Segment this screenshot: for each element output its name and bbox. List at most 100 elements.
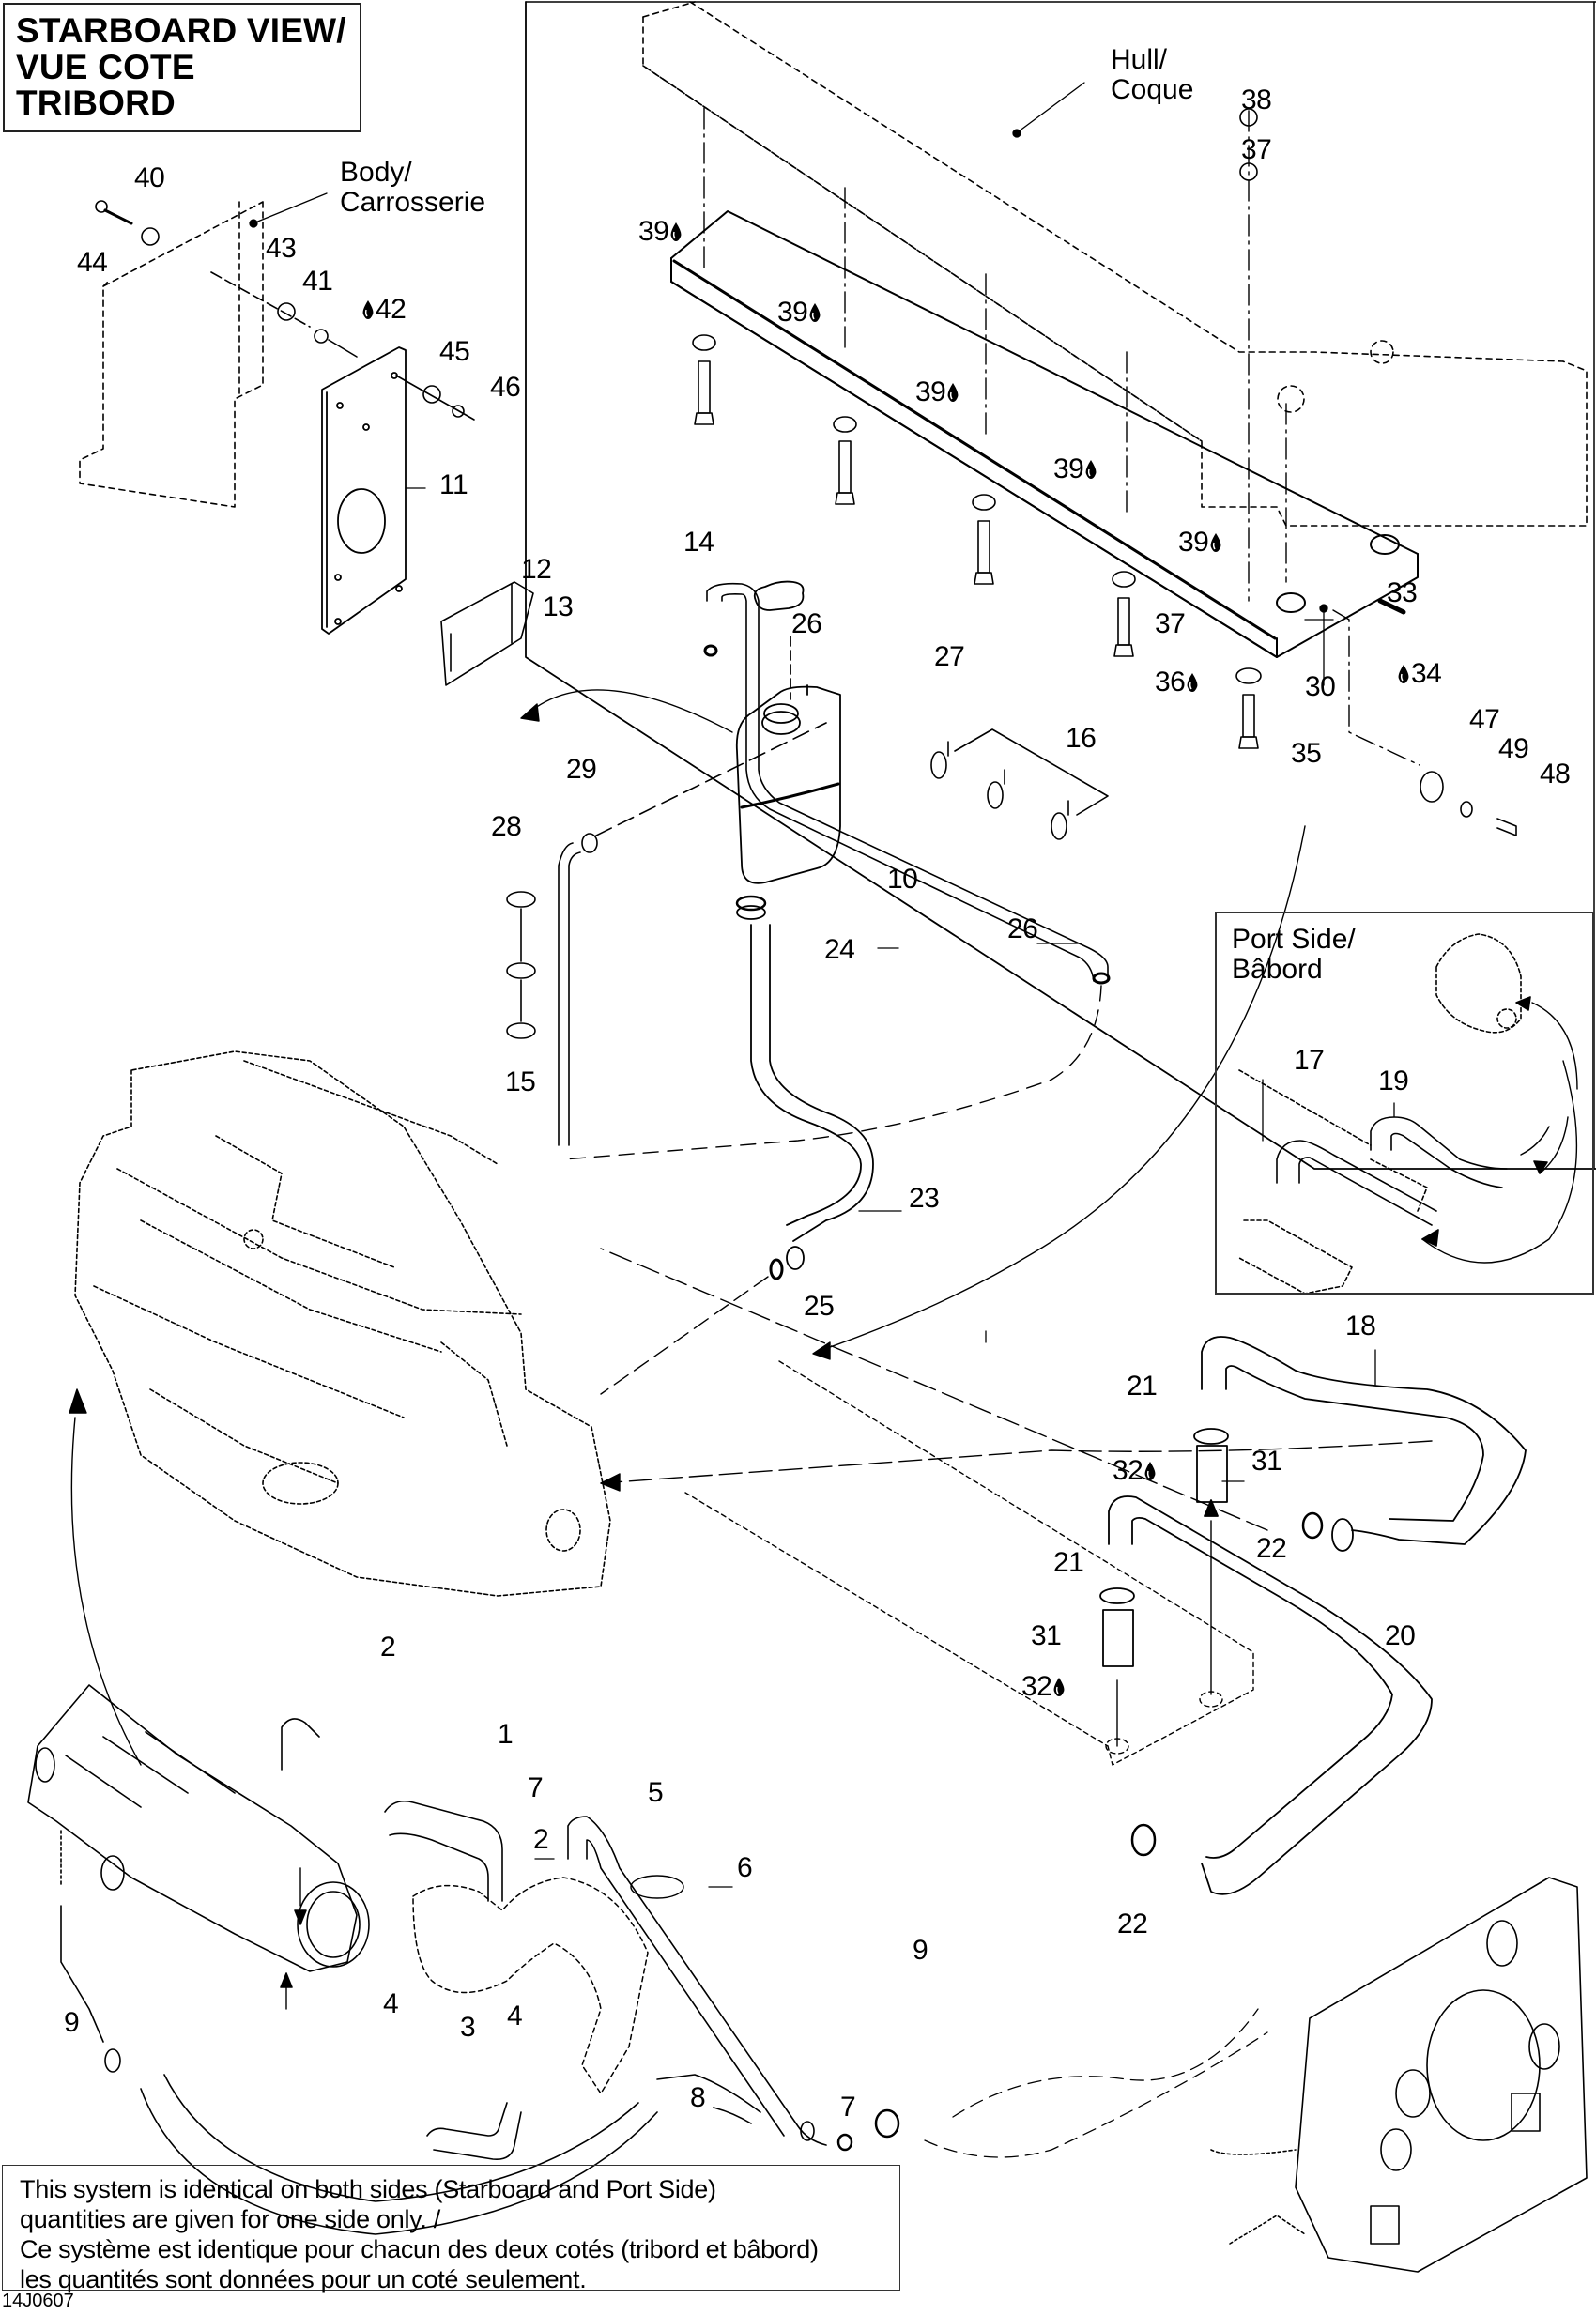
jet-pump-housing bbox=[924, 1877, 1588, 2273]
callout-12: 12 bbox=[521, 554, 552, 585]
small-hoses bbox=[140, 1800, 900, 2235]
callout-39: 39 bbox=[915, 378, 960, 406]
view-title-line1: STARBOARD VIEW/ bbox=[16, 10, 346, 50]
callout-13: 13 bbox=[543, 591, 574, 622]
callout-37: 37 bbox=[1241, 134, 1272, 165]
callout-26: 26 bbox=[1007, 913, 1038, 944]
callout-48: 48 bbox=[1540, 759, 1571, 790]
liquid-drop-icon bbox=[808, 303, 821, 322]
view-title-box: STARBOARD VIEW/ VUE COTE TRIBORD bbox=[3, 3, 361, 132]
port-side-inset-art bbox=[1238, 933, 1578, 1295]
callout-5: 5 bbox=[648, 1777, 664, 1808]
callout-21: 21 bbox=[1127, 1371, 1158, 1402]
callout-18: 18 bbox=[1345, 1311, 1376, 1341]
hose-27 bbox=[562, 582, 1111, 1160]
callout-47: 47 bbox=[1469, 704, 1500, 735]
liquid-drop-icon bbox=[1084, 460, 1097, 479]
liquid-drop-icon bbox=[1052, 1678, 1066, 1696]
callout-36: 36 bbox=[1155, 668, 1200, 697]
note-line: Ce système est identique pour chacun des… bbox=[20, 2234, 819, 2263]
callout-16: 16 bbox=[1066, 723, 1097, 754]
port-side-label: Port Side/ Bâbord bbox=[1232, 924, 1356, 986]
callout-8: 8 bbox=[690, 2082, 706, 2113]
callout-32: 32 bbox=[1113, 1457, 1158, 1485]
callout-9: 9 bbox=[913, 1935, 928, 1966]
liquid-drop-icon bbox=[669, 222, 683, 241]
callout-23: 23 bbox=[909, 1183, 940, 1214]
callout-44: 44 bbox=[77, 247, 108, 278]
bracket-12 bbox=[440, 581, 534, 686]
callout-27: 27 bbox=[934, 641, 965, 672]
callout-43: 43 bbox=[266, 233, 297, 264]
callout-4: 4 bbox=[383, 1988, 399, 2019]
callout-6: 6 bbox=[737, 1852, 753, 1883]
callout-9: 9 bbox=[64, 2007, 80, 2038]
callout-20: 20 bbox=[1385, 1620, 1416, 1651]
heat-exchanger bbox=[27, 1684, 370, 2073]
callout-37: 37 bbox=[1155, 608, 1186, 639]
liquid-drop-icon bbox=[361, 300, 375, 319]
callout-39: 39 bbox=[1053, 455, 1098, 483]
callout-25: 25 bbox=[804, 1291, 835, 1322]
callout-40: 40 bbox=[134, 162, 165, 193]
engine-block bbox=[74, 1050, 611, 1597]
liquid-drop-icon bbox=[1397, 665, 1410, 683]
callout-3: 3 bbox=[460, 2012, 476, 2043]
hose-23 bbox=[600, 924, 874, 1395]
callout-24: 24 bbox=[824, 934, 855, 965]
figure-code: 14J0607 bbox=[2, 2291, 74, 2311]
callout-42: 42 bbox=[361, 296, 407, 324]
callout-30: 30 bbox=[1305, 671, 1336, 702]
callout-15: 15 bbox=[505, 1066, 536, 1097]
callout-2: 2 bbox=[533, 1824, 549, 1855]
callout-21: 21 bbox=[1053, 1547, 1084, 1578]
liquid-drop-icon bbox=[1143, 1462, 1157, 1480]
callout-28: 28 bbox=[491, 811, 522, 842]
callout-39: 39 bbox=[1178, 529, 1223, 557]
callout-19: 19 bbox=[1378, 1066, 1409, 1096]
note-line: This system is identical on both sides (… bbox=[20, 2175, 716, 2203]
callout-10: 10 bbox=[887, 864, 918, 895]
body-panel bbox=[79, 201, 264, 508]
coolant-reservoir-10 bbox=[735, 580, 841, 920]
hardware-40-46 bbox=[95, 200, 475, 421]
bolt-axes bbox=[703, 107, 1420, 766]
callout-34: 34 bbox=[1396, 660, 1442, 688]
callout-26: 26 bbox=[791, 608, 822, 639]
plate-11 bbox=[321, 346, 407, 635]
body-label: Body/ Carrosserie bbox=[340, 157, 486, 218]
callout-17: 17 bbox=[1294, 1045, 1325, 1076]
callout-41: 41 bbox=[302, 266, 333, 297]
leader-lines bbox=[249, 82, 1395, 1888]
tie-straps-16 bbox=[930, 728, 1109, 840]
callout-4: 4 bbox=[507, 2001, 523, 2031]
note-box: This system is identical on both sides (… bbox=[2, 2165, 900, 2293]
callout-14: 14 bbox=[683, 527, 714, 558]
callout-49: 49 bbox=[1498, 733, 1529, 764]
hull-label: Hull/ Coque bbox=[1111, 44, 1194, 105]
note-line: quantities are given for one side only. … bbox=[20, 2204, 440, 2233]
hull-block bbox=[642, 1, 1588, 527]
callout-33: 33 bbox=[1387, 577, 1418, 608]
liquid-drop-icon bbox=[1186, 673, 1199, 692]
callout-29: 29 bbox=[566, 754, 597, 785]
callout-22: 22 bbox=[1256, 1533, 1287, 1564]
callout-46: 46 bbox=[490, 372, 521, 403]
callout-7: 7 bbox=[528, 1772, 544, 1803]
view-title-line2: VUE COTE TRIBORD bbox=[16, 47, 195, 123]
exhaust-pipe bbox=[412, 1877, 649, 2094]
mounting-rail bbox=[670, 210, 1419, 658]
callout-22: 22 bbox=[1117, 1909, 1148, 1939]
hull-panel bbox=[525, 1, 1596, 1170]
liquid-drop-icon bbox=[1209, 533, 1222, 552]
hoses-18-20 bbox=[684, 1336, 1527, 1895]
callout-11: 11 bbox=[439, 469, 468, 500]
callout-45: 45 bbox=[439, 336, 470, 367]
note-line: les quantités sont données pour un coté … bbox=[20, 2264, 587, 2293]
hose-28 bbox=[506, 722, 827, 1146]
port-side-inset bbox=[1215, 912, 1594, 1295]
rail-bolts bbox=[692, 108, 1517, 836]
callout-31: 31 bbox=[1031, 1620, 1062, 1651]
